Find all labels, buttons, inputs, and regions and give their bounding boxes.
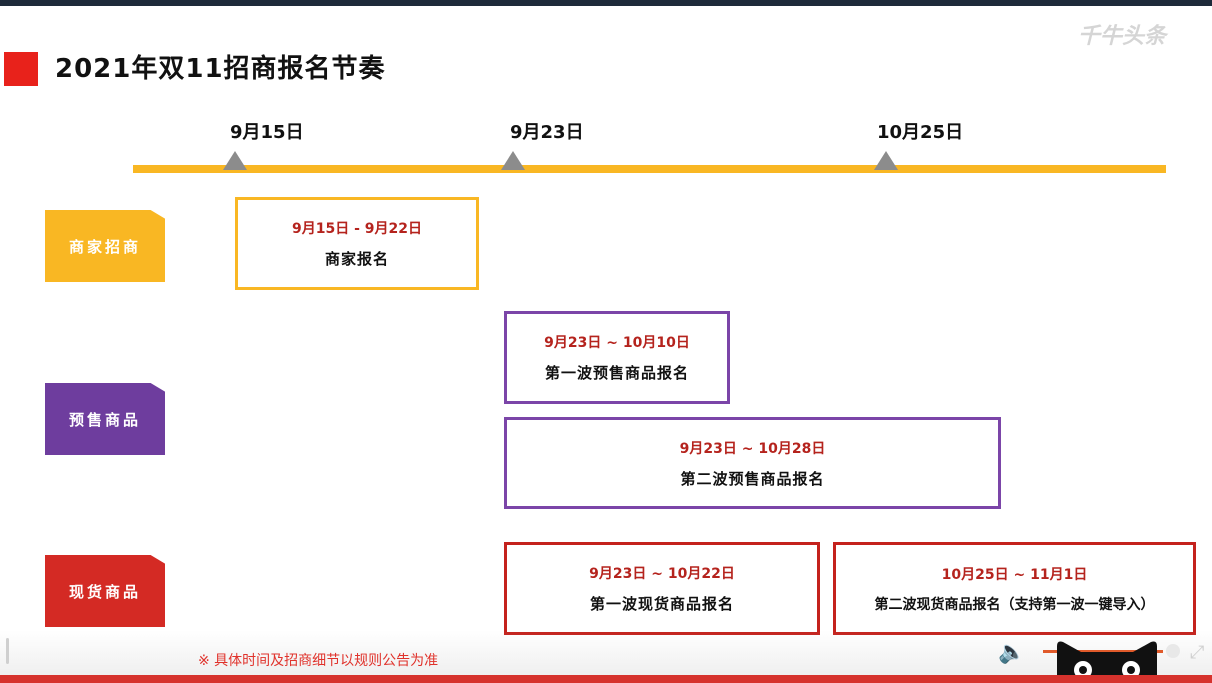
- date-range: 9月23日 ~ 10月10日: [544, 335, 690, 351]
- bottom-bar: [0, 675, 1212, 683]
- date-range: 9月23日 ~ 10月28日: [679, 440, 826, 457]
- date-range: 9月23日 ~ 10月22日: [589, 566, 735, 582]
- category-spot-goods: 现货商品: [45, 555, 165, 627]
- schedule-box-spot-wave2: 10月25日 ~ 11月1日 第二波现货商品报名（支持第一波一键导入）: [833, 542, 1196, 635]
- schedule-box-presale-wave1: 9月23日 ~ 10月10日 第一波预售商品报名: [504, 311, 730, 404]
- schedule-box-spot-wave1: 9月23日 ~ 10月22日 第一波现货商品报名: [504, 542, 820, 635]
- box-description: 第二波现货商品报名（支持第一波一键导入）: [874, 596, 1155, 613]
- page-title: 2021年双11招商报名节奏: [55, 54, 386, 84]
- box-description: 第二波预售商品报名: [680, 469, 825, 488]
- player-prev-handle[interactable]: [6, 638, 9, 664]
- watermark: 千牛头条: [1078, 24, 1167, 49]
- timeline-label-sep15: 9月15日: [230, 122, 304, 143]
- player-overlay: [0, 630, 1212, 675]
- player-progress-knob[interactable]: [1166, 644, 1180, 658]
- timeline-label-oct25: 10月25日: [877, 122, 964, 143]
- date-range: 9月15日 - 9月22日: [291, 221, 422, 237]
- volume-icon[interactable]: 🔈: [998, 640, 1026, 665]
- player-progress-bar[interactable]: [1043, 650, 1163, 653]
- category-presale-goods: 预售商品: [45, 383, 165, 455]
- box-description: 第一波现货商品报名: [589, 595, 734, 613]
- box-description: 商家报名: [324, 250, 389, 268]
- top-band: [0, 0, 1212, 6]
- schedule-box-merchant-signup: 9月15日 - 9月22日 商家报名: [235, 197, 479, 290]
- title-marker: [4, 52, 38, 86]
- box-description: 第一波预售商品报名: [544, 364, 689, 382]
- schedule-box-presale-wave2: 9月23日 ~ 10月28日 第二波预售商品报名: [504, 417, 1001, 509]
- category-merchant-recruit: 商家招商: [45, 210, 165, 282]
- tmall-cat-icon: [1057, 641, 1157, 683]
- category-label: 现货商品: [68, 582, 141, 601]
- timeline-label-sep23: 9月23日: [510, 122, 584, 143]
- timeline-marker-oct25: [874, 151, 898, 170]
- footnote: ※ 具体时间及招商细节以规则公告为准: [198, 653, 439, 669]
- fullscreen-icon[interactable]: ⤢: [1190, 642, 1205, 663]
- date-range: 10月25日 ~ 11月1日: [941, 566, 1088, 583]
- category-label: 商家招商: [68, 237, 141, 256]
- timeline-marker-sep23: [501, 151, 525, 170]
- category-label: 预售商品: [68, 410, 141, 429]
- timeline-bar: [133, 165, 1166, 173]
- timeline-marker-sep15: [223, 151, 247, 170]
